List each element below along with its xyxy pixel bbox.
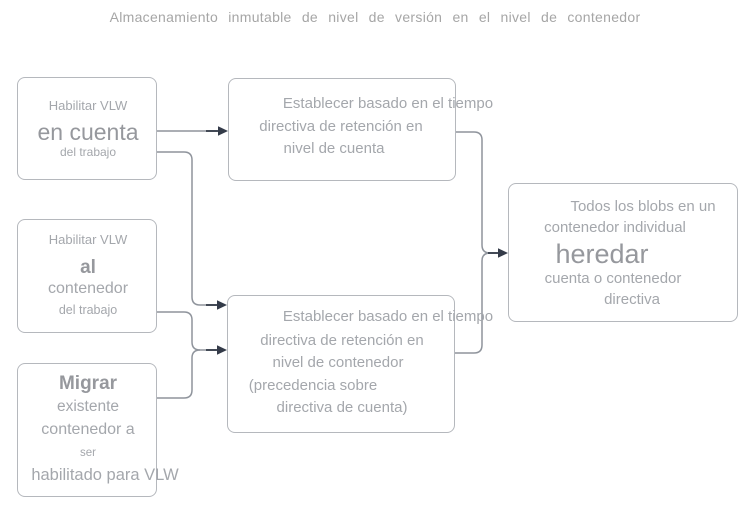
node-text: habilitado para VLW <box>31 466 179 484</box>
node-text: del trabajo <box>58 303 118 317</box>
node-text-emphasis: Migrar <box>58 373 118 394</box>
node-text: contenedor individual <box>544 219 686 236</box>
diagram-title: Almacenamiento inmutable de nivel de ver… <box>109 9 641 25</box>
node-text-emphasis: en cuenta <box>37 119 139 145</box>
connector-container-to-container-policy <box>157 311 216 351</box>
arrowhead <box>218 126 228 136</box>
node-text: contenedor a <box>41 421 135 438</box>
node-blobs-inherit-policy: Todos los blobs en un contenedor individ… <box>508 183 738 322</box>
node-text: cuenta o contenedor <box>544 270 682 287</box>
node-text: existente <box>56 398 120 415</box>
node-text: nivel de cuenta <box>283 140 385 157</box>
node-set-account-retention-policy: Establecer basado en el tiempo directiva… <box>228 78 493 181</box>
node-text: del trabajo <box>59 145 117 159</box>
arrowhead <box>498 248 508 258</box>
node-enable-vlw-account: Habilitar VLW en cuenta del trabajo <box>17 77 157 180</box>
node-text: Establecer basado en el tiempo <box>282 308 494 325</box>
node-text: (precedencia sobre <box>248 377 378 394</box>
node-set-container-retention-policy: Establecer basado en el tiempo directiva… <box>227 295 493 433</box>
node-text: directiva <box>604 291 660 308</box>
node-text: directiva de retención en <box>259 118 423 135</box>
arrowhead <box>217 300 227 310</box>
connector-account-policy-to-inherit <box>456 131 497 254</box>
arrowhead <box>217 345 227 355</box>
node-text: Habilitar VLW <box>48 232 128 247</box>
node-text: ser <box>80 447 96 459</box>
node-text: directiva de cuenta) <box>276 399 408 416</box>
connector-container-policy-to-inherit <box>455 252 491 354</box>
connector-account-to-container-policy <box>157 151 216 306</box>
connector-migrate-to-container-policy <box>157 349 201 399</box>
node-text: Habilitar VLW <box>48 98 128 113</box>
node-text: directiva de retención en <box>260 332 424 349</box>
node-text: Establecer basado en el tiempo <box>282 95 494 112</box>
node-text-emphasis: heredar <box>555 239 649 269</box>
node-text: Todos los blobs en un <box>570 198 716 215</box>
node-text-emphasis: al <box>80 257 96 278</box>
node-text: contenedor <box>47 280 129 297</box>
node-enable-vlw-container: Habilitar VLW al contenedor del trabajo <box>17 219 157 333</box>
node-text: nivel de contenedor <box>272 354 404 371</box>
node-migrate-existing-container: Migrar existente contenedor a ser habili… <box>17 363 179 497</box>
